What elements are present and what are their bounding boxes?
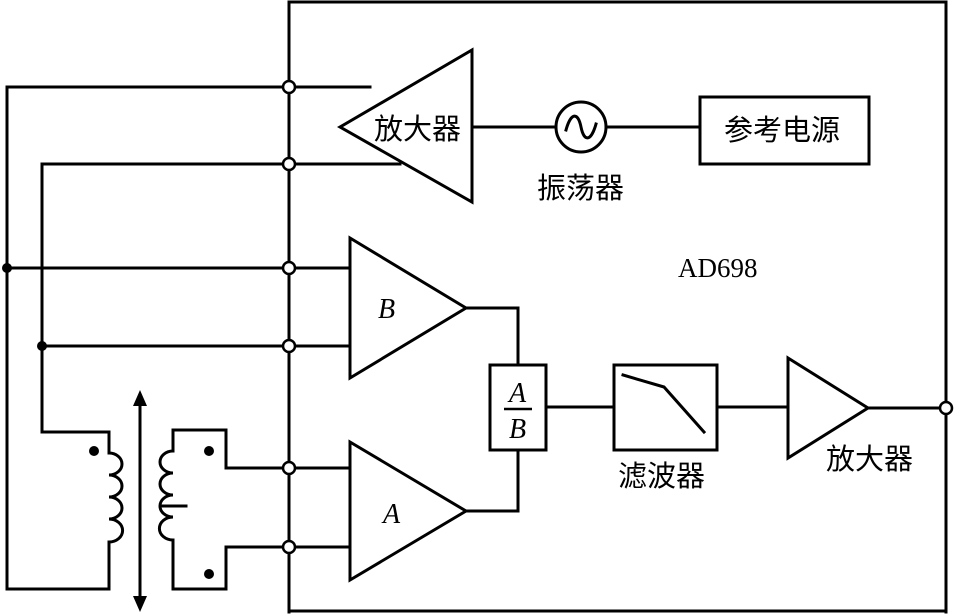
secondary-top-lead [171,428,291,470]
amplifier-a-label: A [381,499,401,530]
primary-polarity-dot [89,446,99,456]
wire-excitation-outer [5,85,291,591]
junction-dot-2 [37,341,47,351]
output-amplifier [786,355,871,461]
filter-label: 滤波器 [618,459,705,493]
divider-denominator: B [509,414,526,445]
reference-label: 参考电源 [724,113,840,147]
pin-5 [281,460,297,476]
chip-label: AD698 [678,253,758,283]
junction-dot-1 [2,263,12,273]
pin-2 [281,156,297,172]
secondary-polarity-dot-top [204,446,214,456]
primary-coil [107,451,125,544]
wire-a-divider [464,448,520,513]
amplifier-a [348,439,469,583]
pin-6 [281,539,297,555]
sine-wave-icon [564,114,598,140]
output-amplifier-label: 放大器 [826,442,913,476]
divider-numerator: A [507,378,527,409]
pin-1 [281,79,297,95]
low-pass-response-icon [621,373,707,435]
amplifier-b-label: B [378,294,395,325]
pin-3 [281,260,297,276]
double-arrow-icon [133,390,147,406]
wire-b-divider [464,306,520,367]
chip-boundary [287,0,948,614]
secondary-coil [157,449,175,542]
excitation-amplifier-label: 放大器 [374,112,461,146]
wire-excitation-inner [40,162,291,455]
oscillator-label: 振荡器 [537,171,624,205]
output-pin [938,400,954,416]
reference-box [698,95,871,166]
secondary-bottom-lead [171,538,291,591]
double-arrow-icon-bottom [133,596,147,612]
secondary-polarity-dot-bottom [204,569,214,579]
amplifier-b [348,235,469,381]
pin-4 [281,338,297,354]
